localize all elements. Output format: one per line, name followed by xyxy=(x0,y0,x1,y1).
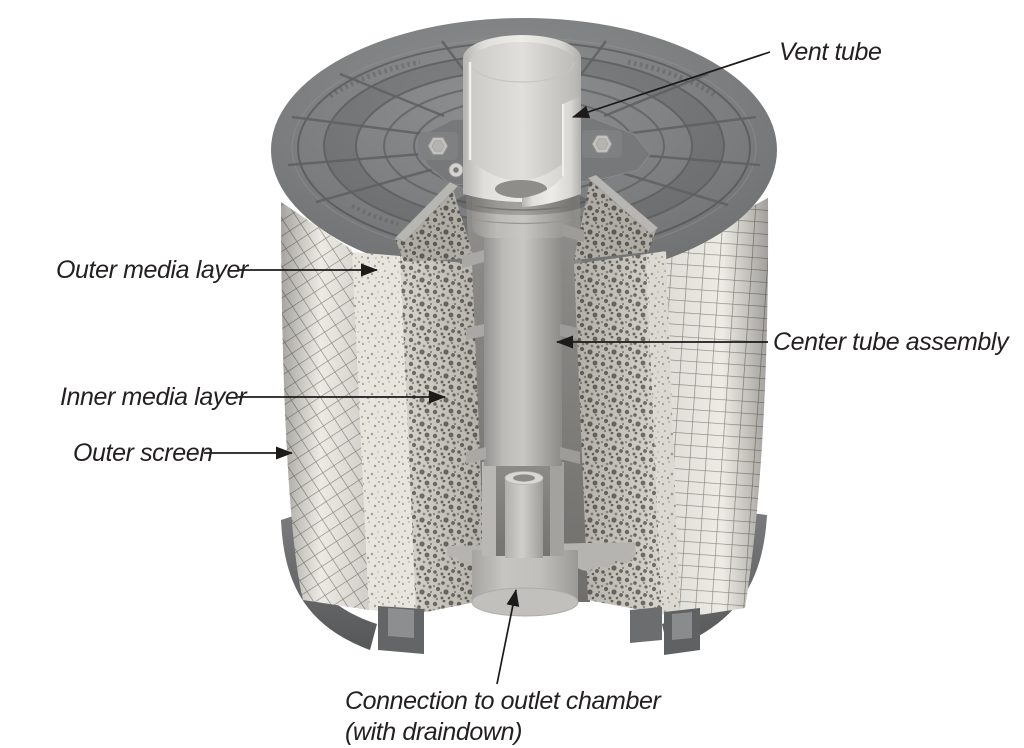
callout-outer-screen: Outer screen xyxy=(73,439,213,467)
inner-drain-tube xyxy=(505,478,543,558)
callout-outlet-connection-line1: Connection to outlet chamber xyxy=(345,687,661,715)
lid-bolt-left xyxy=(427,136,449,156)
vent-tube-part xyxy=(456,35,588,215)
outer-screen-left-surface xyxy=(281,202,369,610)
inner-media-cut-face-left xyxy=(400,256,486,614)
lid-bolt-right xyxy=(591,134,613,154)
leader-outlet-connection xyxy=(496,589,520,685)
callout-vent-tube: Vent tube xyxy=(779,38,882,66)
base-cut-cross-sections xyxy=(378,606,700,655)
outer-media-cut-face-left xyxy=(352,252,416,614)
lid-embossed-text-marks xyxy=(328,59,718,226)
inner-media-cut-face-right xyxy=(574,254,662,614)
callout-outlet-connection-line2: (with draindown) xyxy=(345,718,523,746)
leader-vent-tube xyxy=(572,51,771,119)
leader-lines xyxy=(204,51,771,685)
media-top-surfaces xyxy=(395,180,656,262)
callout-outer-media-layer: Outer media layer xyxy=(56,256,248,284)
lid-cut-edges xyxy=(395,162,659,243)
callout-outlet-connection: Connection to outlet chamber (with drain… xyxy=(345,686,685,748)
callout-center-tube-assembly: Center tube assembly xyxy=(773,328,1009,356)
outer-screen-right-surface xyxy=(666,198,769,618)
center-tube-body xyxy=(484,226,562,466)
tube-bracket-tabs xyxy=(462,224,584,464)
callout-inner-media-layer: Inner media layer xyxy=(60,383,247,411)
